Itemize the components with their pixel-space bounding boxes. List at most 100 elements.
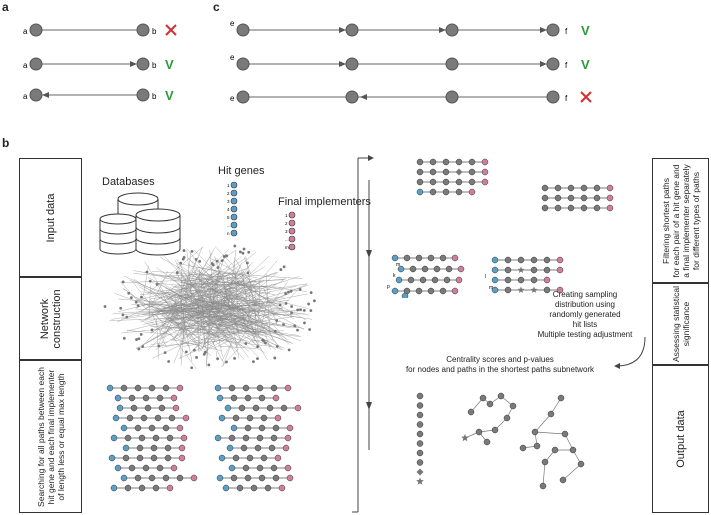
network-node (262, 339, 266, 343)
cross-icon (580, 91, 592, 103)
path-node (556, 266, 564, 274)
network-node (312, 299, 316, 303)
path-letter: m (489, 285, 493, 291)
network-edge (192, 312, 220, 332)
network-node (125, 315, 129, 319)
path-node (258, 424, 266, 432)
path-node (416, 158, 424, 166)
star-node (530, 286, 538, 293)
network-node (278, 303, 282, 307)
path-node (246, 414, 254, 422)
network-edge (147, 324, 174, 351)
network-node (256, 357, 259, 361)
path-node (606, 184, 614, 192)
network-node (252, 360, 255, 364)
path-node (543, 276, 551, 284)
network-label-2: construction (50, 288, 63, 349)
path-node (556, 286, 564, 294)
path-node (567, 204, 575, 212)
network-edge (186, 250, 193, 302)
search-label-3: of length less or equal max length (55, 372, 66, 501)
path-node (274, 414, 282, 422)
network-node (134, 300, 138, 304)
svg-text:f: f (565, 94, 568, 103)
path-node (416, 168, 424, 176)
output-node (503, 414, 511, 422)
all-paths-diagram (106, 384, 302, 492)
network-node (233, 244, 237, 248)
network-edge (258, 278, 260, 321)
path-node (226, 444, 234, 452)
network-edge (112, 305, 227, 314)
path-node (481, 158, 489, 166)
network-edge (230, 293, 290, 345)
network-node (210, 262, 214, 265)
path-node (439, 287, 447, 295)
network-edge (141, 295, 200, 340)
network-edge (186, 248, 261, 339)
path-node (468, 158, 476, 166)
network-edge (173, 302, 197, 331)
network-edge (193, 298, 258, 315)
path-node (543, 266, 551, 274)
arrowhead-icon (42, 92, 49, 98)
network-edge (118, 298, 206, 306)
path-node (455, 276, 463, 284)
network-edge (197, 268, 200, 335)
network-edge (198, 288, 231, 322)
path-node (278, 484, 286, 492)
path-node (106, 384, 114, 392)
path-node (543, 286, 551, 294)
network-node (182, 249, 186, 252)
output-edge (534, 413, 552, 433)
path-node (504, 276, 512, 284)
path-node (270, 434, 278, 442)
path-node (433, 265, 441, 273)
output-node (416, 411, 424, 419)
path-node (395, 276, 403, 284)
network-edge (138, 318, 189, 345)
path-node (256, 384, 264, 392)
path-node (142, 464, 150, 472)
network-edge (222, 280, 257, 320)
assess-label-1: Assessing statistical (670, 285, 681, 363)
path-node (455, 178, 463, 186)
network-edge (230, 318, 253, 330)
node-a (29, 23, 43, 37)
implementer-index: m (285, 245, 289, 250)
network-node (308, 328, 312, 331)
network-edge (174, 265, 231, 338)
network-node (233, 356, 236, 360)
network-edge (135, 341, 215, 349)
check-icon: V (581, 57, 590, 72)
network-node (290, 311, 293, 315)
assessing-box: Assessing statistical significance (652, 283, 709, 365)
network-edge (170, 317, 203, 352)
path-node (162, 384, 170, 392)
path-letter: p (387, 284, 390, 290)
network-edge (180, 247, 203, 301)
output-node (467, 408, 475, 416)
network-edge (213, 338, 233, 349)
path-node (214, 434, 222, 442)
output-node (475, 428, 483, 436)
network-edge (146, 272, 215, 342)
path-node (246, 454, 254, 462)
star-node (517, 266, 525, 273)
network-edge (145, 320, 154, 324)
path-node (455, 158, 463, 166)
hit-gene-index: 3 (227, 199, 230, 204)
path-node (152, 484, 160, 492)
network-node (139, 332, 143, 336)
network-edge (175, 273, 221, 332)
network-node (155, 283, 159, 286)
network-edge (217, 307, 226, 336)
path-node (134, 474, 142, 482)
output-edge (534, 431, 566, 435)
star-node (517, 286, 525, 293)
path-node (580, 194, 588, 202)
network-edge (175, 313, 202, 321)
network-edge (217, 291, 280, 346)
network-edge (241, 318, 262, 350)
network-node (244, 342, 248, 345)
